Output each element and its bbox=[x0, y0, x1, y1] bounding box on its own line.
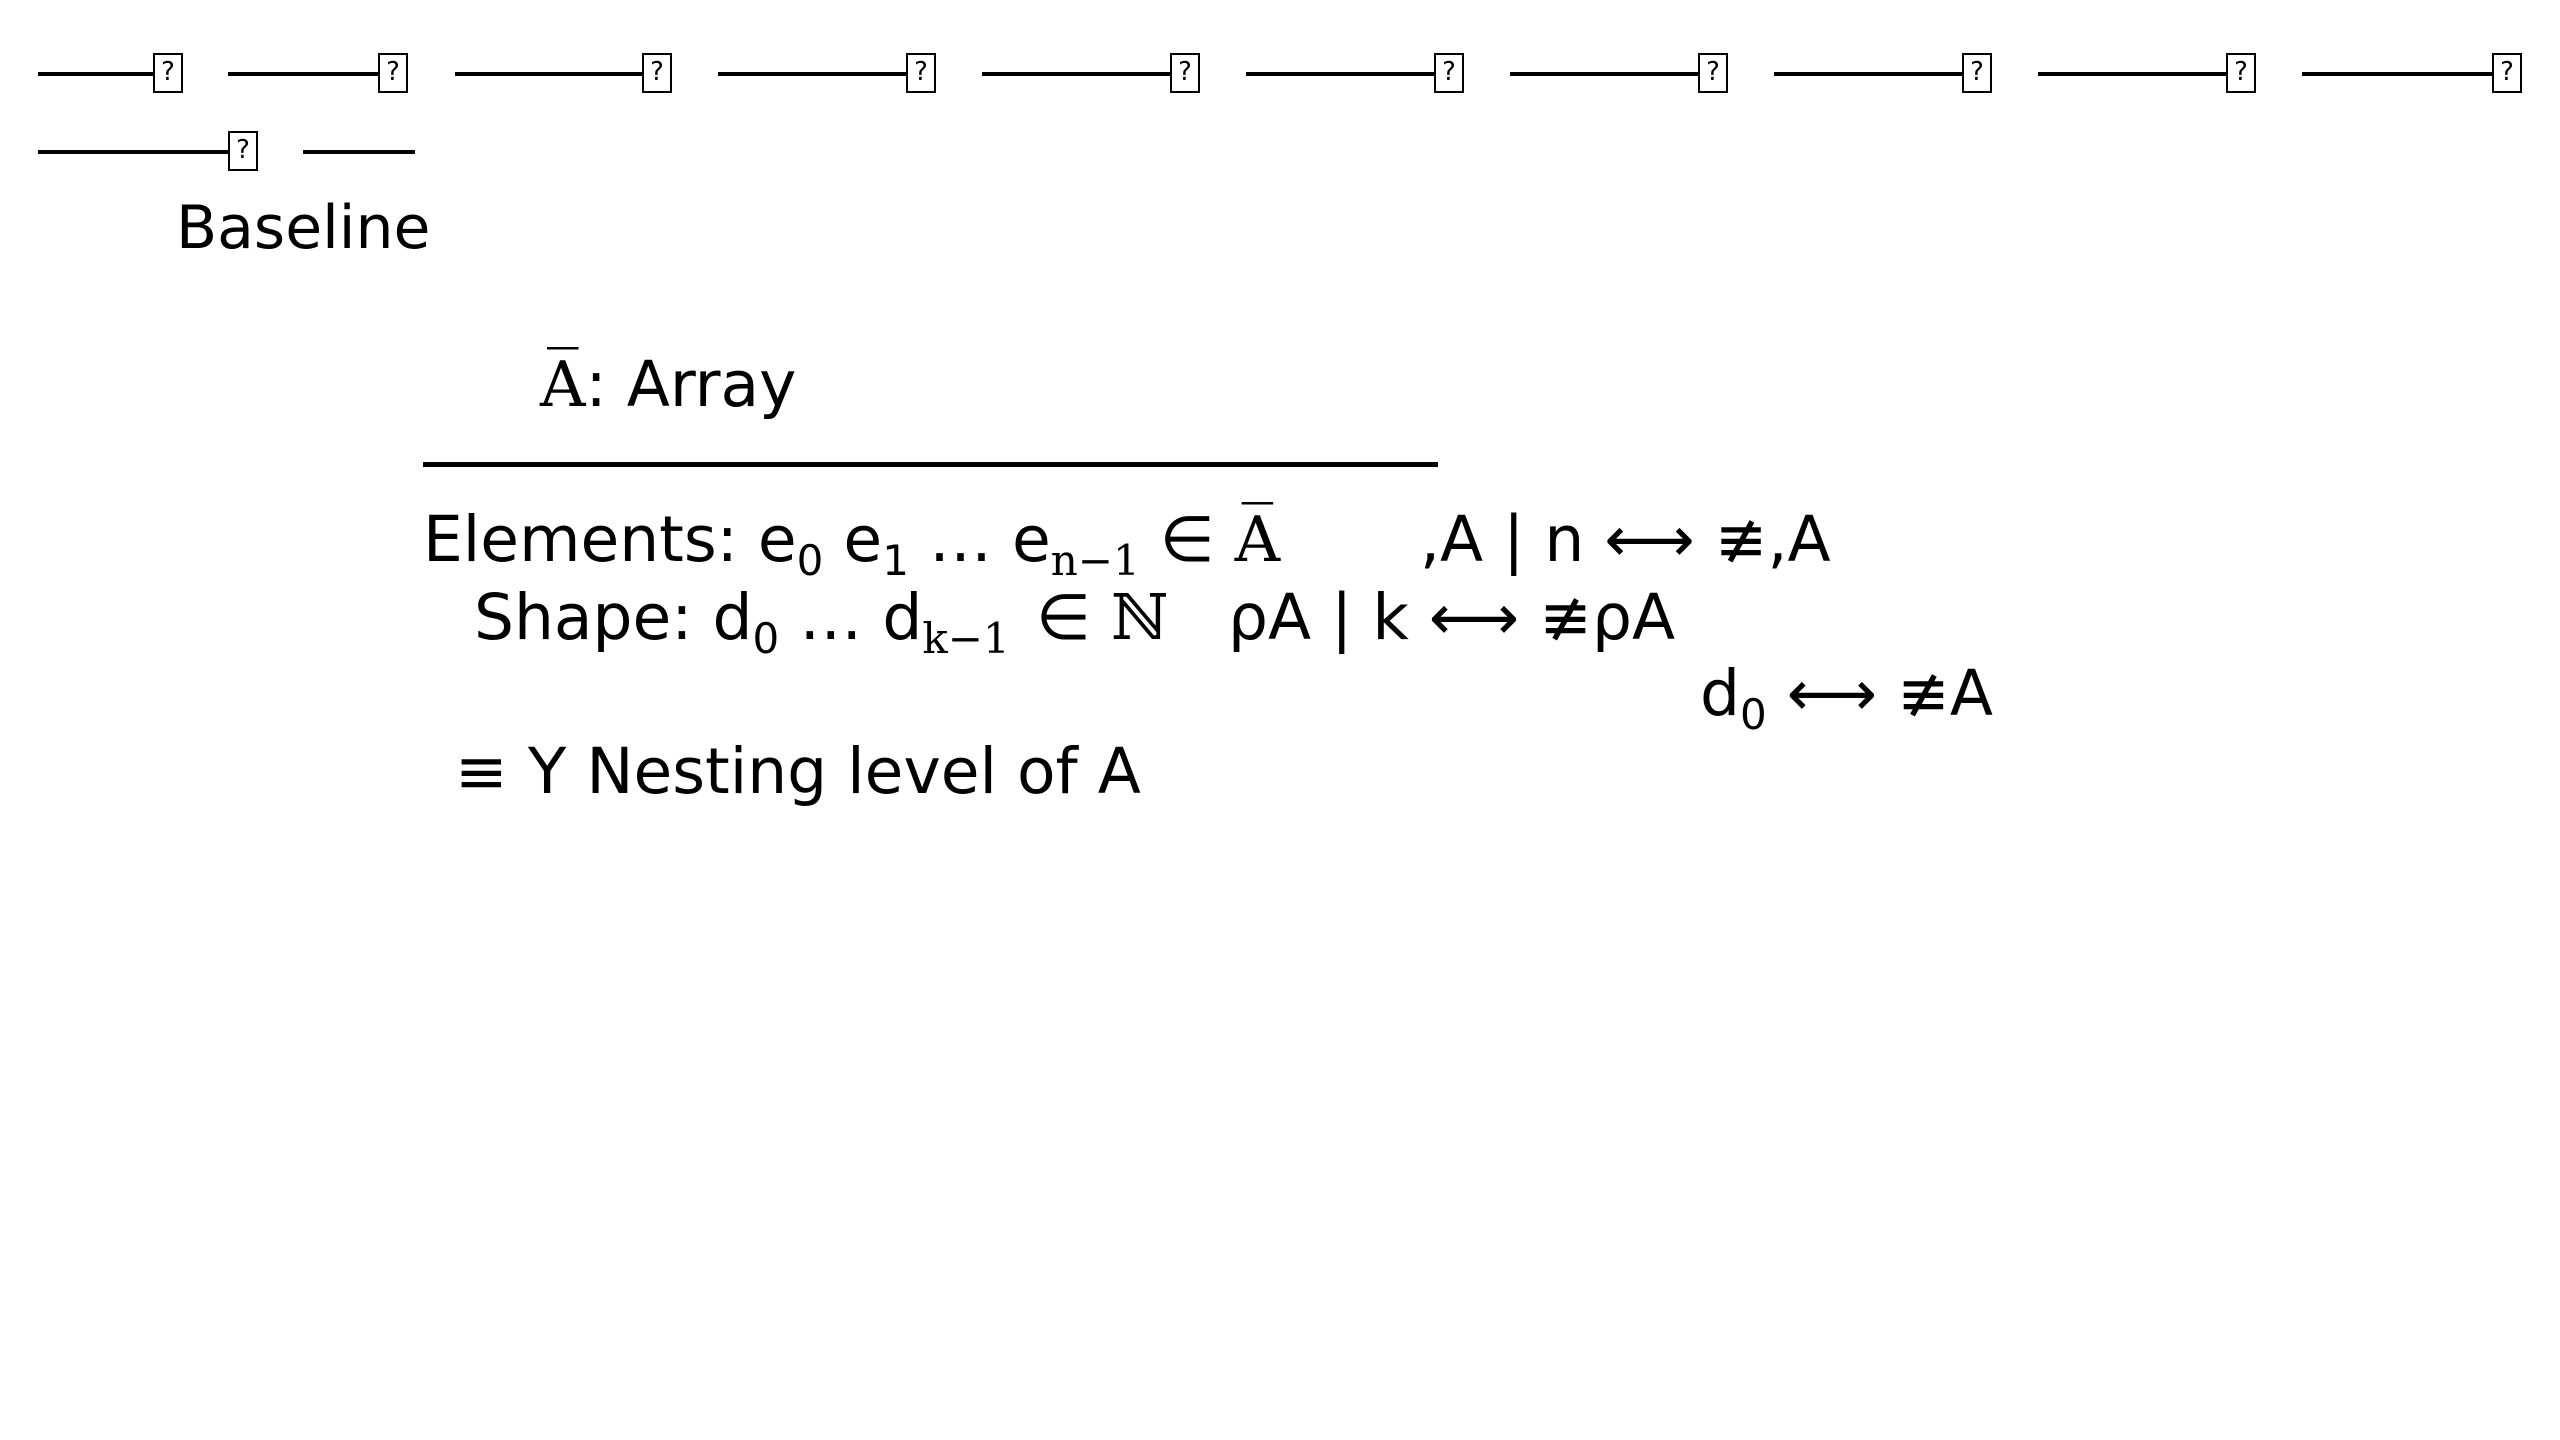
missing-glyph-box: ? bbox=[1434, 53, 1464, 93]
member-of: ∈ bbox=[1036, 581, 1111, 654]
baseline-label: Baseline bbox=[176, 193, 431, 263]
placeholder-line bbox=[718, 72, 906, 76]
placeholder-line bbox=[228, 72, 378, 76]
missing-glyph-box: ? bbox=[1698, 53, 1728, 93]
first-dim-row: d0 ⟷ ≢A bbox=[1700, 654, 1993, 741]
placeholder-line bbox=[2038, 72, 2226, 76]
missing-glyph-box: ? bbox=[1170, 53, 1200, 93]
depth-row: ≡ Y Nesting level of A bbox=[455, 735, 1141, 808]
placeholder-line bbox=[982, 72, 1170, 76]
natural-numbers-symbol: ℕ bbox=[1110, 581, 1169, 654]
shape-ellipsis: … d bbox=[779, 581, 923, 654]
missing-glyph-box: ? bbox=[2492, 53, 2522, 93]
missing-glyph-box: ? bbox=[378, 53, 408, 93]
shape-label: Shape: d bbox=[474, 581, 753, 654]
shape-relation: ρA | k ⟷ ≢ρA bbox=[1228, 581, 1676, 654]
placeholder-line bbox=[455, 72, 642, 76]
elements-relation: ,A | n ⟷ ≢,A bbox=[1420, 503, 1831, 576]
elements-ellipsis: … e bbox=[908, 503, 1051, 576]
elements-label: Elements: e bbox=[423, 503, 797, 576]
placeholder-line bbox=[2302, 72, 2492, 76]
first-dim-d: d bbox=[1700, 657, 1740, 730]
subscript: n−1 bbox=[1050, 536, 1140, 585]
member-of: ∈ bbox=[1139, 503, 1235, 576]
subscript: 0 bbox=[796, 536, 824, 585]
elements-term: e bbox=[823, 503, 883, 576]
definition-rule bbox=[423, 462, 1438, 467]
placeholder-line bbox=[1510, 72, 1698, 76]
missing-glyph-box: ? bbox=[153, 53, 183, 93]
array-symbol: A̅ bbox=[540, 348, 586, 421]
missing-glyph-box: ? bbox=[642, 53, 672, 93]
placeholder-line bbox=[1246, 72, 1434, 76]
missing-glyph-box: ? bbox=[1962, 53, 1992, 93]
elements-row: Elements: e0 e1 … en−1 ∈ A̅ bbox=[423, 500, 1280, 587]
placeholder-line bbox=[38, 72, 153, 76]
shape-row: Shape: d0 … dk−1 bbox=[474, 578, 1010, 665]
subscript: 0 bbox=[752, 614, 780, 663]
definition-title: A̅: Array bbox=[540, 345, 796, 425]
placeholder-line bbox=[1774, 72, 1962, 76]
missing-glyph-box: ? bbox=[2226, 53, 2256, 93]
definition-title-text: : Array bbox=[585, 348, 797, 421]
subscript: 0 bbox=[1740, 690, 1767, 739]
missing-glyph-box: ? bbox=[228, 131, 258, 171]
first-dim-relation: ⟷ ≢A bbox=[1766, 657, 1993, 730]
subscript: k−1 bbox=[922, 614, 1010, 663]
subscript: 1 bbox=[882, 536, 909, 585]
shape-set: ∈ ℕ bbox=[1036, 578, 1169, 658]
placeholder-line bbox=[303, 150, 415, 154]
missing-glyph-box: ? bbox=[906, 53, 936, 93]
array-set-symbol: A̅ bbox=[1234, 503, 1281, 576]
placeholder-row: ? ? ? ? ? ? ? ? ? ? ? bbox=[0, 0, 2560, 171]
placeholder-line bbox=[38, 150, 228, 154]
